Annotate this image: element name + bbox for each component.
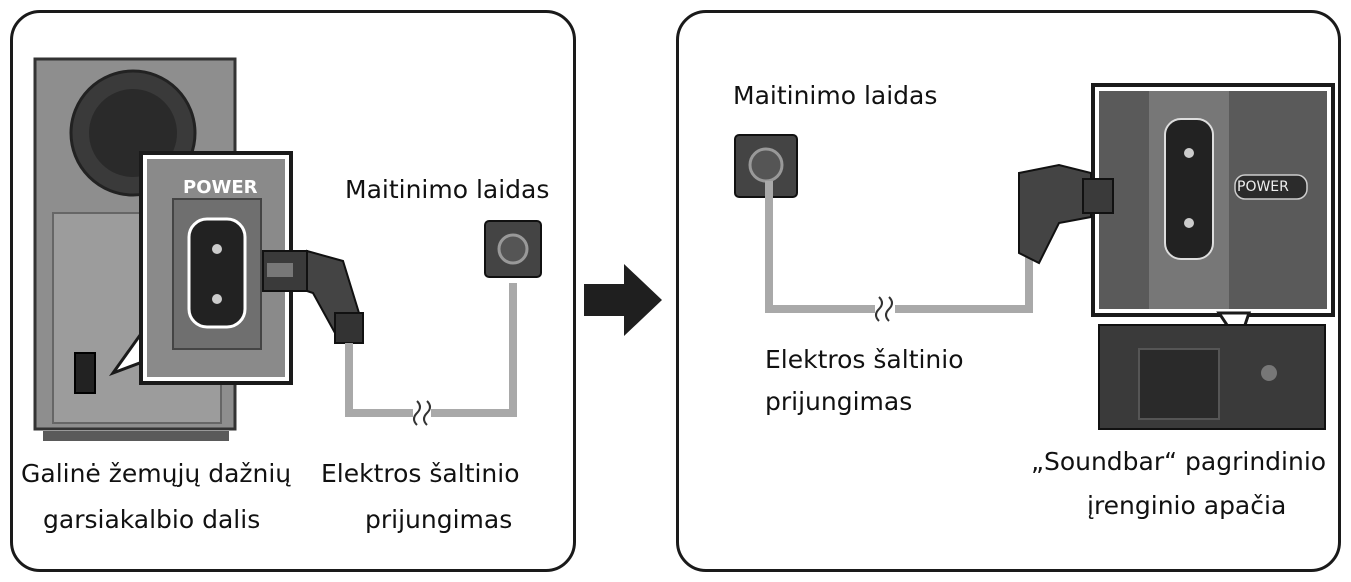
power-connection-label-line2: prijungimas: [365, 505, 513, 534]
subwoofer-label-line2: garsiakalbio dalis: [43, 505, 261, 534]
subwoofer-base: [43, 431, 229, 441]
subwoofer-connection-panel: POWER Maitinimo laidas Galinė žemųjų daž…: [10, 10, 576, 572]
power-connection-label-line2: prijungimas: [765, 387, 913, 416]
soundbar-label-line1: „Soundbar“ pagrindinio: [1031, 447, 1327, 476]
subwoofer-label-line1: Galinė žemųjų dažnių: [21, 459, 292, 488]
power-cable: [765, 181, 1033, 313]
power-plug-icon: [1018, 163, 1092, 265]
cable-break-mark: [413, 400, 431, 426]
arrow-right-icon: [584, 264, 662, 336]
power-label-badge: [1234, 174, 1308, 200]
soundbar-illustration: [734, 83, 1335, 430]
power-plug-neck: [334, 312, 364, 344]
power-cord-label: Maitinimo laidas: [733, 81, 938, 110]
power-label: POWER: [183, 177, 258, 198]
subwoofer-illustration: [33, 57, 542, 441]
power-connection-label-line1: Elektros šaltinio: [765, 345, 964, 374]
soundbar-connection-panel: Maitinimo laidas POWER Elektros šaltinio…: [676, 10, 1341, 572]
power-label: POWER: [1237, 179, 1289, 195]
zoom-socket: [187, 217, 247, 329]
zoom-socket: [1164, 118, 1214, 260]
power-cord-label: Maitinimo laidas: [345, 175, 550, 204]
power-connection-label-line1: Elektros šaltinio: [321, 459, 520, 488]
subwoofer-power-port: [74, 352, 96, 394]
cable-break-mark: [875, 296, 893, 322]
soundbar-label-line2: įrenginio apačia: [1087, 491, 1287, 520]
power-cable: [345, 283, 517, 417]
